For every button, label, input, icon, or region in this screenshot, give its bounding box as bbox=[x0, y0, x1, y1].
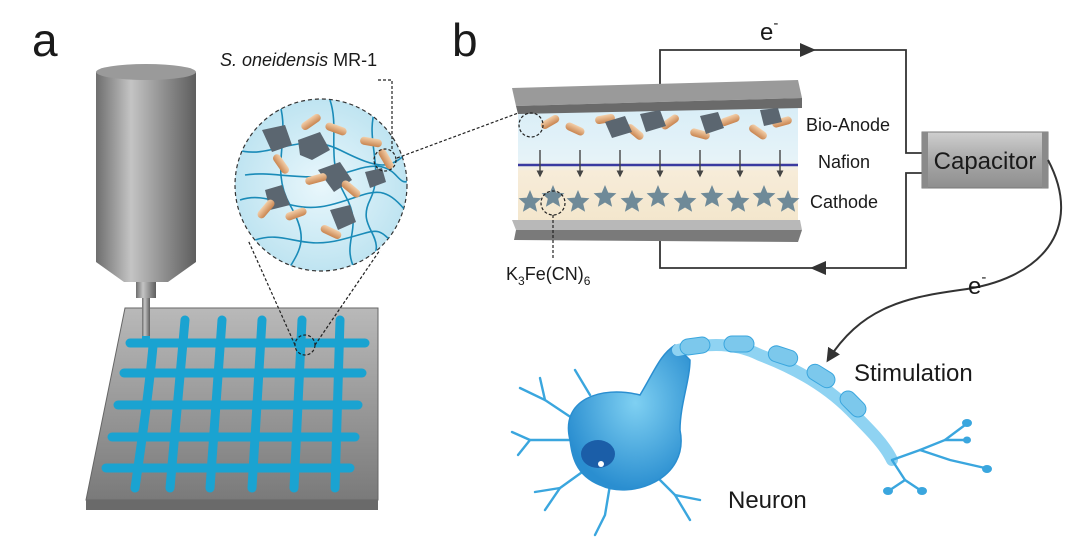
myelin-sheaths bbox=[679, 335, 867, 418]
fuel-cell bbox=[512, 80, 802, 258]
ferricyanide-star bbox=[726, 190, 750, 212]
bacterium-zoom-target bbox=[373, 148, 397, 172]
hydrogel-fibers bbox=[237, 99, 407, 271]
proton-arrows bbox=[536, 150, 784, 178]
synaptic-boutons bbox=[883, 419, 992, 495]
ferricyanide-star bbox=[673, 190, 697, 212]
neuron bbox=[510, 335, 992, 537]
axon-terminals bbox=[888, 423, 987, 492]
layer-label-cathode: Cathode bbox=[810, 192, 878, 212]
electron-flow-arrow-bottom bbox=[810, 261, 826, 275]
cathode-ferricyanide-stars bbox=[518, 185, 800, 212]
printed-grid-plate bbox=[85, 307, 379, 510]
mediator-zoom-target bbox=[540, 190, 566, 216]
panel-a: a bbox=[32, 14, 522, 510]
layer-label-anode: Bio-Anode bbox=[806, 115, 890, 135]
ferricyanide-star bbox=[566, 190, 590, 212]
ferricyanide-star bbox=[518, 190, 542, 212]
anode-zoom-target bbox=[518, 112, 544, 138]
mediator-label: K3Fe(CN)6 bbox=[506, 264, 591, 288]
circuit-wires bbox=[659, 49, 926, 269]
capacitor-label: Capacitor bbox=[934, 148, 1037, 175]
magnifier-circle bbox=[234, 98, 408, 272]
neuron-nucleus bbox=[581, 440, 615, 468]
ferricyanide-star bbox=[620, 190, 644, 212]
stimulation-label: Stimulation bbox=[854, 360, 973, 387]
layer-label-nafion: Nafion bbox=[818, 152, 870, 172]
mineral-particles bbox=[262, 125, 386, 230]
panel-a-letter: a bbox=[32, 14, 58, 66]
bacteria-in-gel bbox=[257, 113, 394, 239]
panel-b: b e- bbox=[452, 14, 1063, 537]
ferricyanide-star bbox=[700, 185, 724, 207]
anode-minerals bbox=[605, 108, 782, 138]
capacitor: Capacitor bbox=[921, 131, 1049, 189]
ferricyanide-star bbox=[752, 185, 776, 207]
magnifier-label: S. oneidensis MR-1 bbox=[220, 50, 377, 70]
ferricyanide-star bbox=[541, 185, 565, 207]
neuron-axon bbox=[672, 335, 992, 495]
panel-b-letter: b bbox=[452, 14, 478, 66]
print-nozzle bbox=[96, 64, 196, 346]
electron-label-top: e- bbox=[760, 15, 778, 46]
ferricyanide-star bbox=[776, 190, 800, 212]
neuron-label: Neuron bbox=[728, 487, 807, 514]
neuron-soma bbox=[567, 344, 691, 491]
electron-flow-arrow-top bbox=[800, 43, 816, 57]
ferricyanide-star bbox=[593, 185, 617, 207]
hydrogel-grid-lines bbox=[101, 315, 370, 493]
electron-label-right: e- bbox=[968, 269, 986, 300]
ferricyanide-star bbox=[646, 185, 670, 207]
stimulation-current-arrow bbox=[826, 159, 1063, 363]
